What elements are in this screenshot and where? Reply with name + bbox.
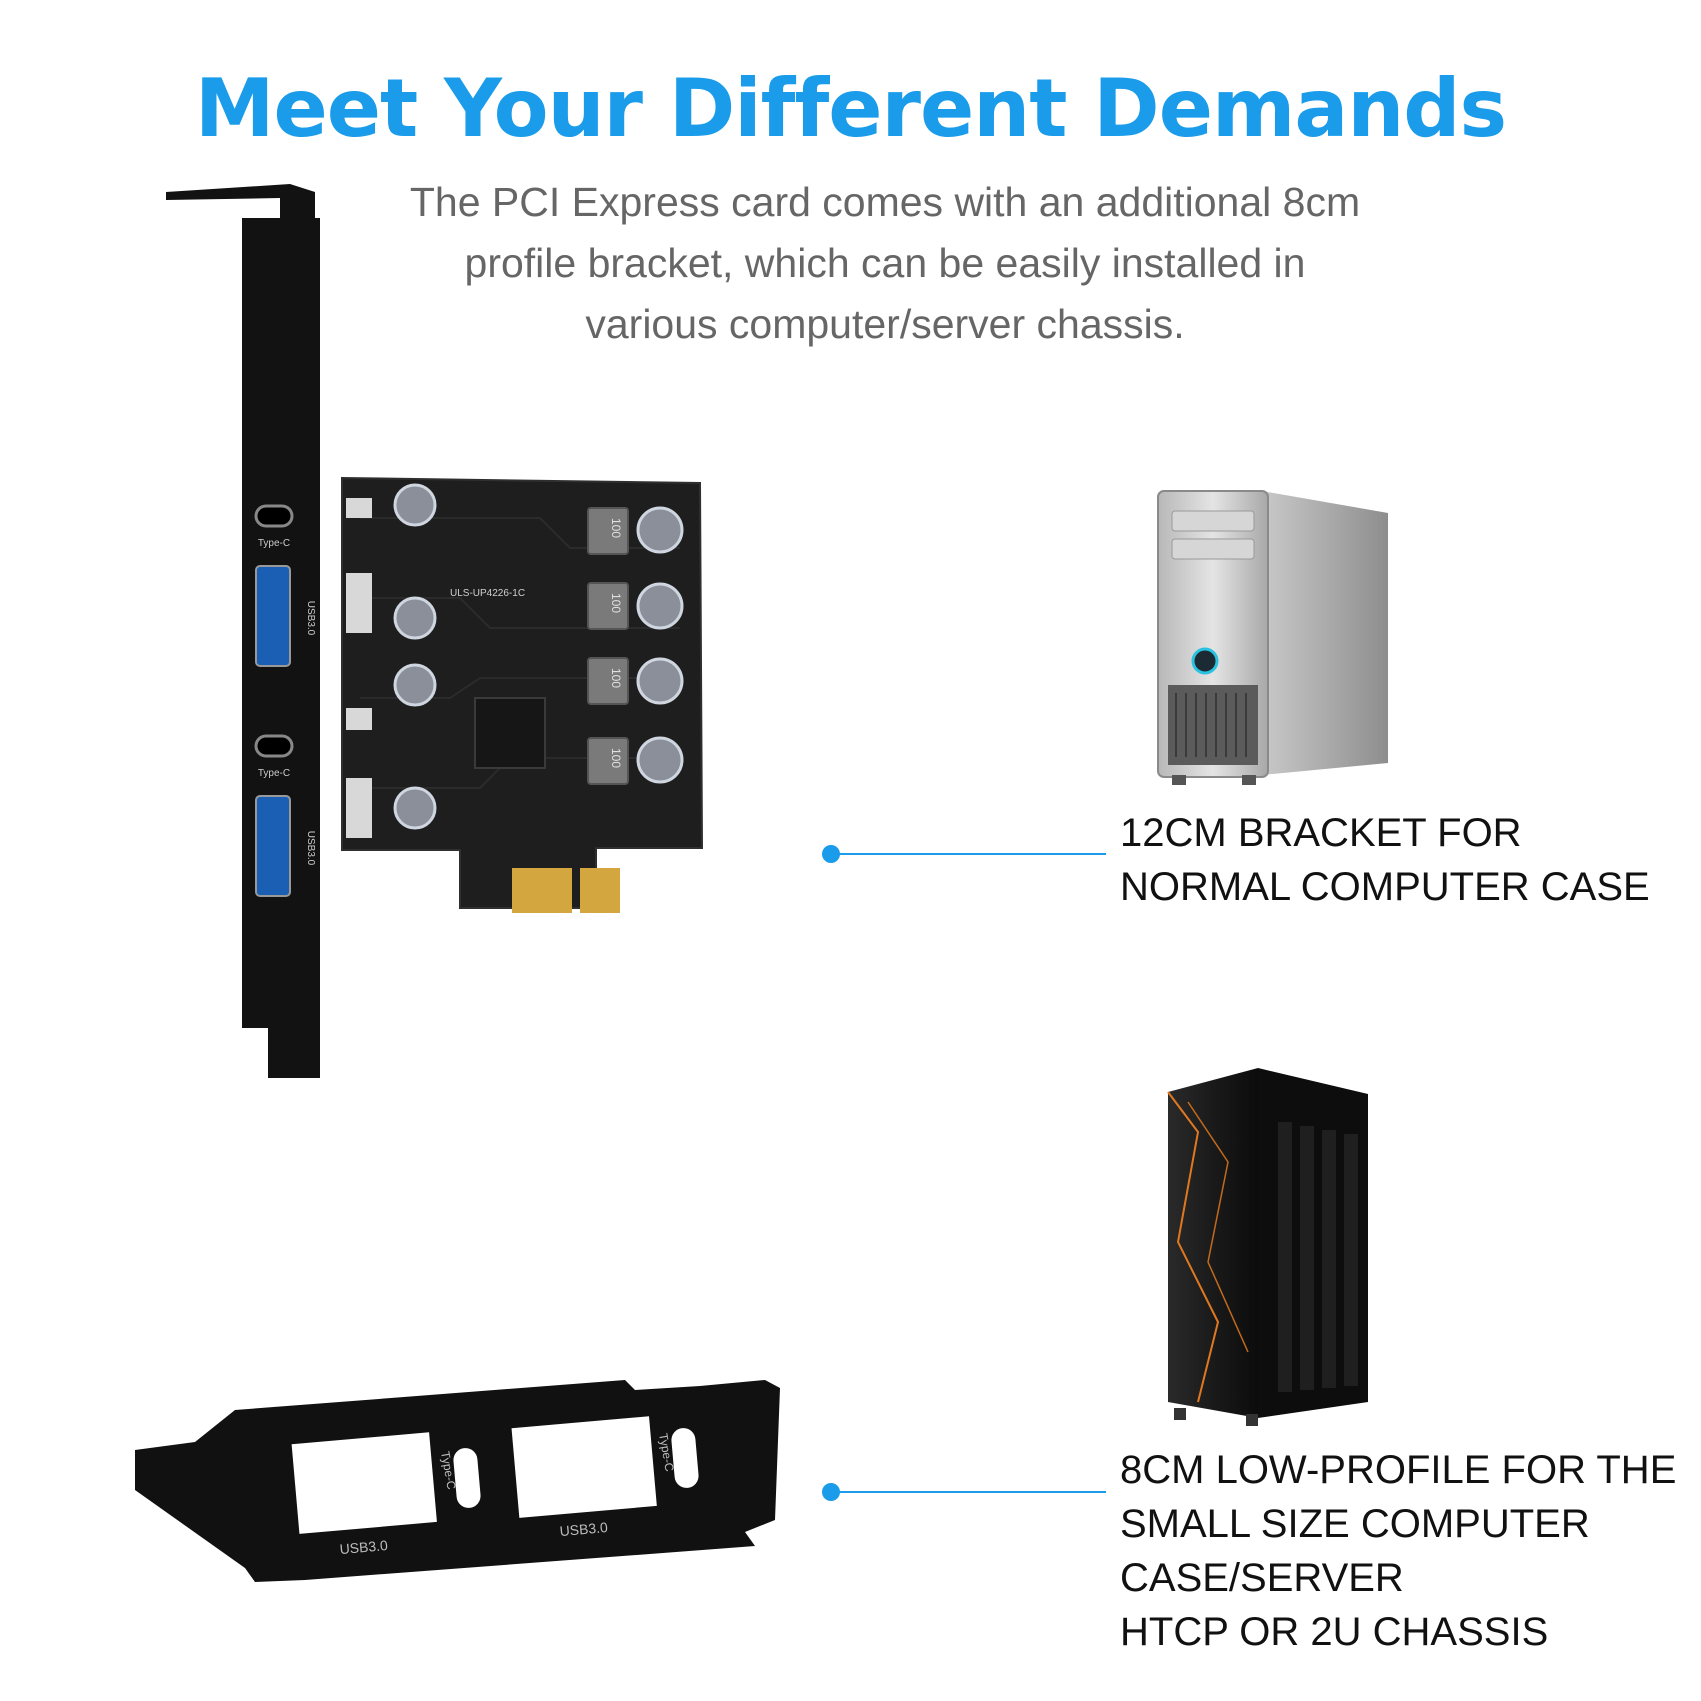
inductor-label: 100	[609, 748, 623, 768]
caption-line: CASE/SERVER	[1120, 1556, 1404, 1600]
bracket-type-c-label: Type-C	[438, 1450, 459, 1491]
board-model-label: ULS-UP4226-1C	[450, 588, 525, 599]
usb3-label: USB3.0	[305, 601, 316, 636]
caption-line: 8CM LOW-PROFILE FOR THE	[1120, 1448, 1677, 1492]
bracket-usb3-label: USB3.0	[339, 1537, 389, 1557]
gaming-tower-image	[1167, 1068, 1368, 1426]
leader-line	[831, 1491, 1106, 1493]
inductor-label: 100	[609, 518, 623, 538]
caption-12cm-bracket: 12CM BRACKET FOR NORMAL COMPUTER CASE	[1120, 806, 1650, 914]
usb3-label: USB3.0	[305, 831, 316, 866]
low-profile-bracket-image: USB3.0 USB3.0 Type-C Type-C	[135, 1380, 780, 1582]
inductor-label: 100	[609, 668, 623, 688]
subtitle-line: various computer/server chassis.	[585, 301, 1185, 347]
caption-line: NORMAL COMPUTER CASE	[1120, 865, 1650, 909]
caption-line: HTCP OR 2U CHASSIS	[1120, 1610, 1549, 1654]
subtitle-line: The PCI Express card comes with an addit…	[409, 179, 1361, 225]
caption-line: 12CM BRACKET FOR	[1120, 811, 1522, 855]
subtitle: The PCI Express card comes with an addit…	[330, 172, 1440, 355]
leader-line	[831, 853, 1106, 855]
bracket-type-c-label: Type-C	[656, 1432, 677, 1473]
page-title: Meet Your Different Demands	[194, 62, 1507, 155]
normal-pc-tower-image	[1157, 490, 1388, 785]
caption-line: SMALL SIZE COMPUTER	[1120, 1502, 1590, 1546]
type-c-label: Type-C	[258, 768, 290, 779]
caption-8cm-low-profile: 8CM LOW-PROFILE FOR THE SMALL SIZE COMPU…	[1120, 1443, 1676, 1659]
bracket-usb3-label: USB3.0	[559, 1519, 609, 1539]
subtitle-line: profile bracket, which can be easily ins…	[464, 240, 1306, 286]
type-c-label: Type-C	[258, 538, 290, 549]
pcie-usb-card-image: Type-C Type-C USB3.0 USB3.0 ULS-UP4226-1…	[166, 184, 704, 1078]
inductor-label: 100	[609, 593, 623, 613]
